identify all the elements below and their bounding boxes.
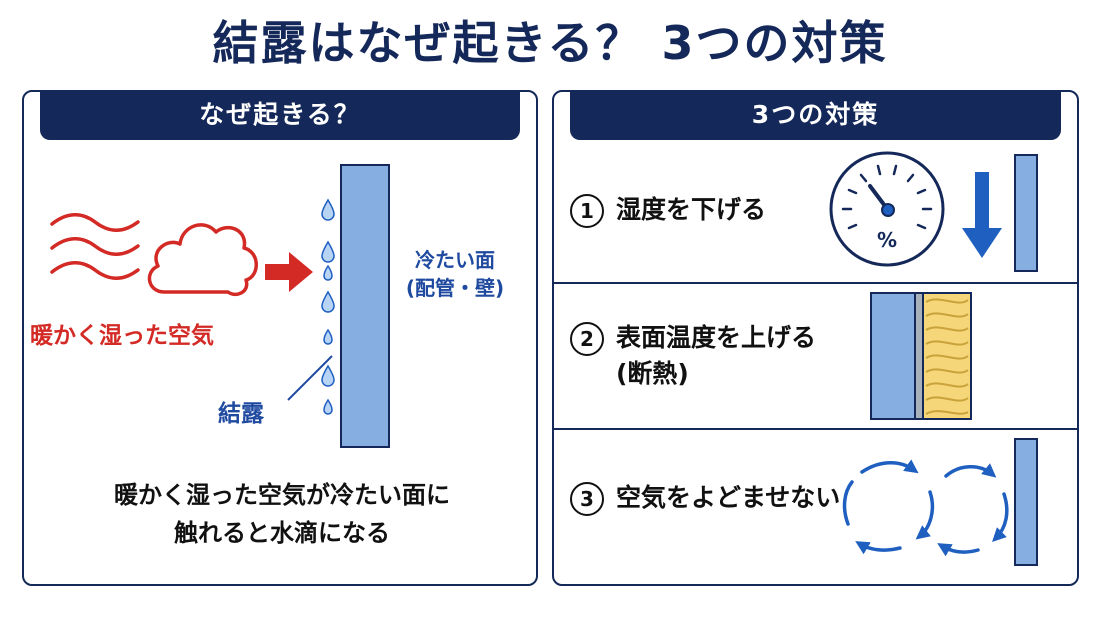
cause-panel: なぜ起きる？ 暖かく湿った空気 冷たい面 (配管・壁) 結露 (22, 90, 538, 586)
row-divider-1 (554, 282, 1077, 284)
air-circulation-icon (842, 459, 1009, 557)
right-arrow-icon (265, 252, 313, 292)
measure-1-text: 湿度を下げる (616, 195, 767, 224)
measure-3-number: 3 (570, 482, 604, 516)
wall-icon-3 (1014, 438, 1038, 566)
humidity-gauge-icon: % (829, 151, 945, 267)
condensation-label: 結露 (218, 401, 264, 427)
warm-air-label: 暖かく湿った空気 (30, 323, 214, 349)
row-divider-2 (554, 428, 1077, 430)
insulation-icon (870, 292, 972, 420)
summary-line2: 触れると水滴になる (174, 519, 390, 547)
measure-1-label: 1 湿度を下げる (570, 192, 766, 228)
measures-panel: 3つの対策 1 湿度を下げる % 2 表面温度を上げる (断熱) (552, 90, 1079, 586)
page-title: 結露はなぜ起きる？ 3つの対策 (212, 16, 888, 70)
measure-2-number: 2 (570, 322, 604, 356)
measure-2-text: 表面温度を上げる (616, 323, 817, 352)
summary-line1: 暖かく湿った空気が冷たい面に (114, 481, 450, 509)
measure-3-label: 3 空気をよどませない (570, 480, 840, 516)
cold-surface-label-line2: (配管・壁) (405, 276, 505, 300)
condensation-leader-line (287, 355, 333, 401)
measure-3-text: 空気をよどませない (616, 483, 841, 512)
measure-1-number: 1 (570, 194, 604, 228)
cause-panel-header: なぜ起きる？ (40, 90, 520, 140)
cold-surface-label: 冷たい面 (配管・壁) (400, 246, 510, 302)
heat-wave-icon (50, 213, 140, 280)
cold-surface-wall (340, 164, 390, 448)
measures-panel-header: 3つの対策 (570, 90, 1061, 140)
measure-2-label: 2 表面温度を上げる (断熱) (570, 320, 816, 392)
measure-2-subtext: (断熱) (616, 359, 689, 388)
summary-text: 暖かく湿った空気が冷たい面に 触れると水滴になる (24, 476, 540, 552)
cloud-icon (147, 223, 258, 297)
wall-icon-1 (1014, 154, 1038, 272)
down-arrow-icon (962, 172, 1002, 258)
gauge-unit: % (877, 228, 897, 252)
water-droplet-icon (321, 198, 335, 415)
cold-surface-label-line1: 冷たい面 (415, 248, 495, 272)
